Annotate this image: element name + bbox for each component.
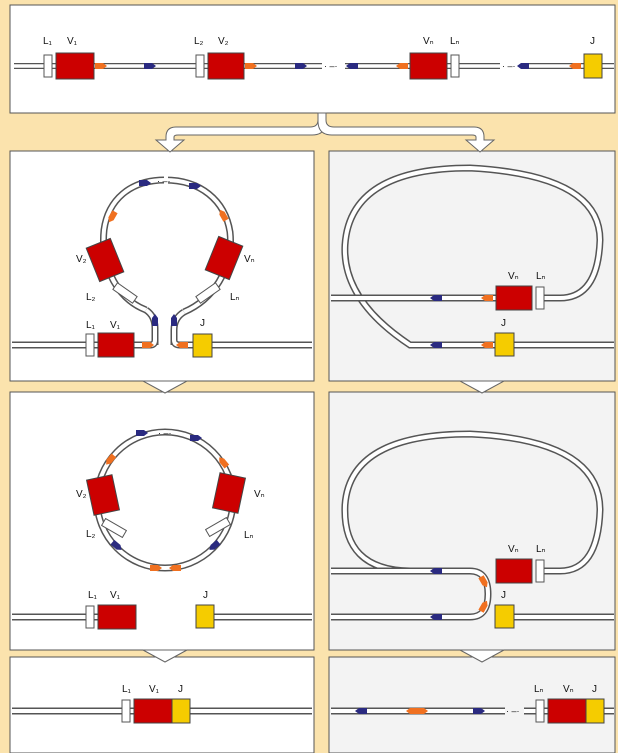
v-segment-v2 xyxy=(85,474,121,516)
leader-l1 xyxy=(121,699,131,723)
j-segment xyxy=(494,604,515,629)
label-j: J xyxy=(592,684,597,695)
leader-l1 xyxy=(43,54,53,78)
deletion-result: L₁ V₁ J xyxy=(12,684,312,724)
label-v2: V₂ xyxy=(218,36,229,47)
leader-ln xyxy=(204,516,232,538)
label-j: J xyxy=(501,590,506,601)
label-ln: Lₙ xyxy=(244,530,254,541)
label-ln: Lₙ xyxy=(536,544,546,555)
j-segment xyxy=(192,333,213,358)
deletion-loop-2: · –· V₂ L₂ Vₙ Lₙ L₁ V₁ J xyxy=(12,428,312,630)
svg-text:· –·: · –· xyxy=(157,176,171,186)
label-vn: Vₙ xyxy=(254,489,265,500)
label-ln: Lₙ xyxy=(534,684,544,695)
v-segment-vn xyxy=(495,285,533,311)
label-l2: L₂ xyxy=(86,292,96,303)
j-segment xyxy=(195,604,215,629)
inversion-loop-2: Vₙ Lₙ J xyxy=(331,430,614,629)
label-v2: V₂ xyxy=(76,489,87,500)
label-v1: V₁ xyxy=(110,320,121,331)
label-l2: L₂ xyxy=(86,529,96,540)
down-arrow-left-1 xyxy=(142,380,188,394)
v-segment-vn xyxy=(547,698,587,724)
label-l1: L₁ xyxy=(43,36,53,47)
svg-text:· –·: · –· xyxy=(158,428,172,438)
down-arrow-right-1 xyxy=(459,380,505,394)
leader-ln xyxy=(450,54,460,78)
label-l1: L₁ xyxy=(86,320,96,331)
leader-ln xyxy=(535,559,545,583)
v-segment-vn xyxy=(409,52,448,80)
label-vn: Vₙ xyxy=(508,271,519,282)
leader-l2 xyxy=(112,282,138,304)
down-arrow-left-2 xyxy=(142,649,188,663)
label-j: J xyxy=(203,590,208,601)
label-ln: Lₙ xyxy=(230,292,240,303)
v-segment-v2 xyxy=(85,237,125,283)
j-segment xyxy=(585,698,605,724)
inversion-loop-1: Vₙ Lₙ J xyxy=(331,164,614,357)
inversion-result: · –· Lₙ Vₙ J xyxy=(331,684,614,724)
label-vn: Vₙ xyxy=(423,36,434,47)
label-ln: Lₙ xyxy=(536,271,546,282)
leader-l1 xyxy=(85,605,95,629)
label-v1: V₁ xyxy=(67,36,78,47)
split-arrow-right xyxy=(317,112,496,153)
label-vn: Vₙ xyxy=(244,254,255,265)
v-segment-v1 xyxy=(55,52,95,80)
label-l1: L₁ xyxy=(122,684,132,695)
flow-arrows xyxy=(142,112,505,663)
split-arrow-left xyxy=(154,112,327,153)
down-arrow-right-2 xyxy=(459,649,505,663)
v-segment-vn xyxy=(495,558,533,584)
deletion-loop-1: · –· V₂ L₂ Vₙ Lₙ L₁ V₁ J xyxy=(12,176,312,358)
panels xyxy=(9,4,616,753)
label-j: J xyxy=(178,684,183,695)
germline-locus: · –· · –· L₁ V₁ L₂ V₂ Vₙ Lₙ J xyxy=(14,36,614,80)
panel-germline xyxy=(9,4,616,114)
leader-l2 xyxy=(100,517,128,539)
label-j: J xyxy=(200,318,205,329)
svg-text:· –·: · –· xyxy=(502,61,516,71)
v-segment-v2 xyxy=(207,52,245,80)
v-segment-v1 xyxy=(133,698,173,724)
leader-l1 xyxy=(85,333,95,357)
v-segment-v1 xyxy=(97,604,137,630)
v-segment-vn xyxy=(204,235,244,281)
v-segment-vn xyxy=(211,472,247,514)
svg-text:· –·: · –· xyxy=(506,706,520,716)
label-vn: Vₙ xyxy=(508,544,519,555)
label-v1: V₁ xyxy=(110,590,121,601)
svg-text:· –·: · –· xyxy=(324,61,338,71)
label-l1: L₁ xyxy=(88,590,98,601)
label-ln: Lₙ xyxy=(450,36,460,47)
label-l2: L₂ xyxy=(194,36,204,47)
j-segment xyxy=(583,53,603,79)
leader-ln xyxy=(195,282,221,304)
label-j: J xyxy=(501,318,506,329)
label-j: J xyxy=(590,36,595,47)
leader-ln xyxy=(535,286,545,310)
label-v2: V₂ xyxy=(76,254,87,265)
j-segment xyxy=(494,332,515,357)
leader-ln xyxy=(535,699,545,723)
label-v1: V₁ xyxy=(149,684,160,695)
j-segment xyxy=(171,698,191,724)
v-segment-v1 xyxy=(97,332,135,358)
label-vn: Vₙ xyxy=(563,684,574,695)
leader-l2 xyxy=(195,54,205,78)
